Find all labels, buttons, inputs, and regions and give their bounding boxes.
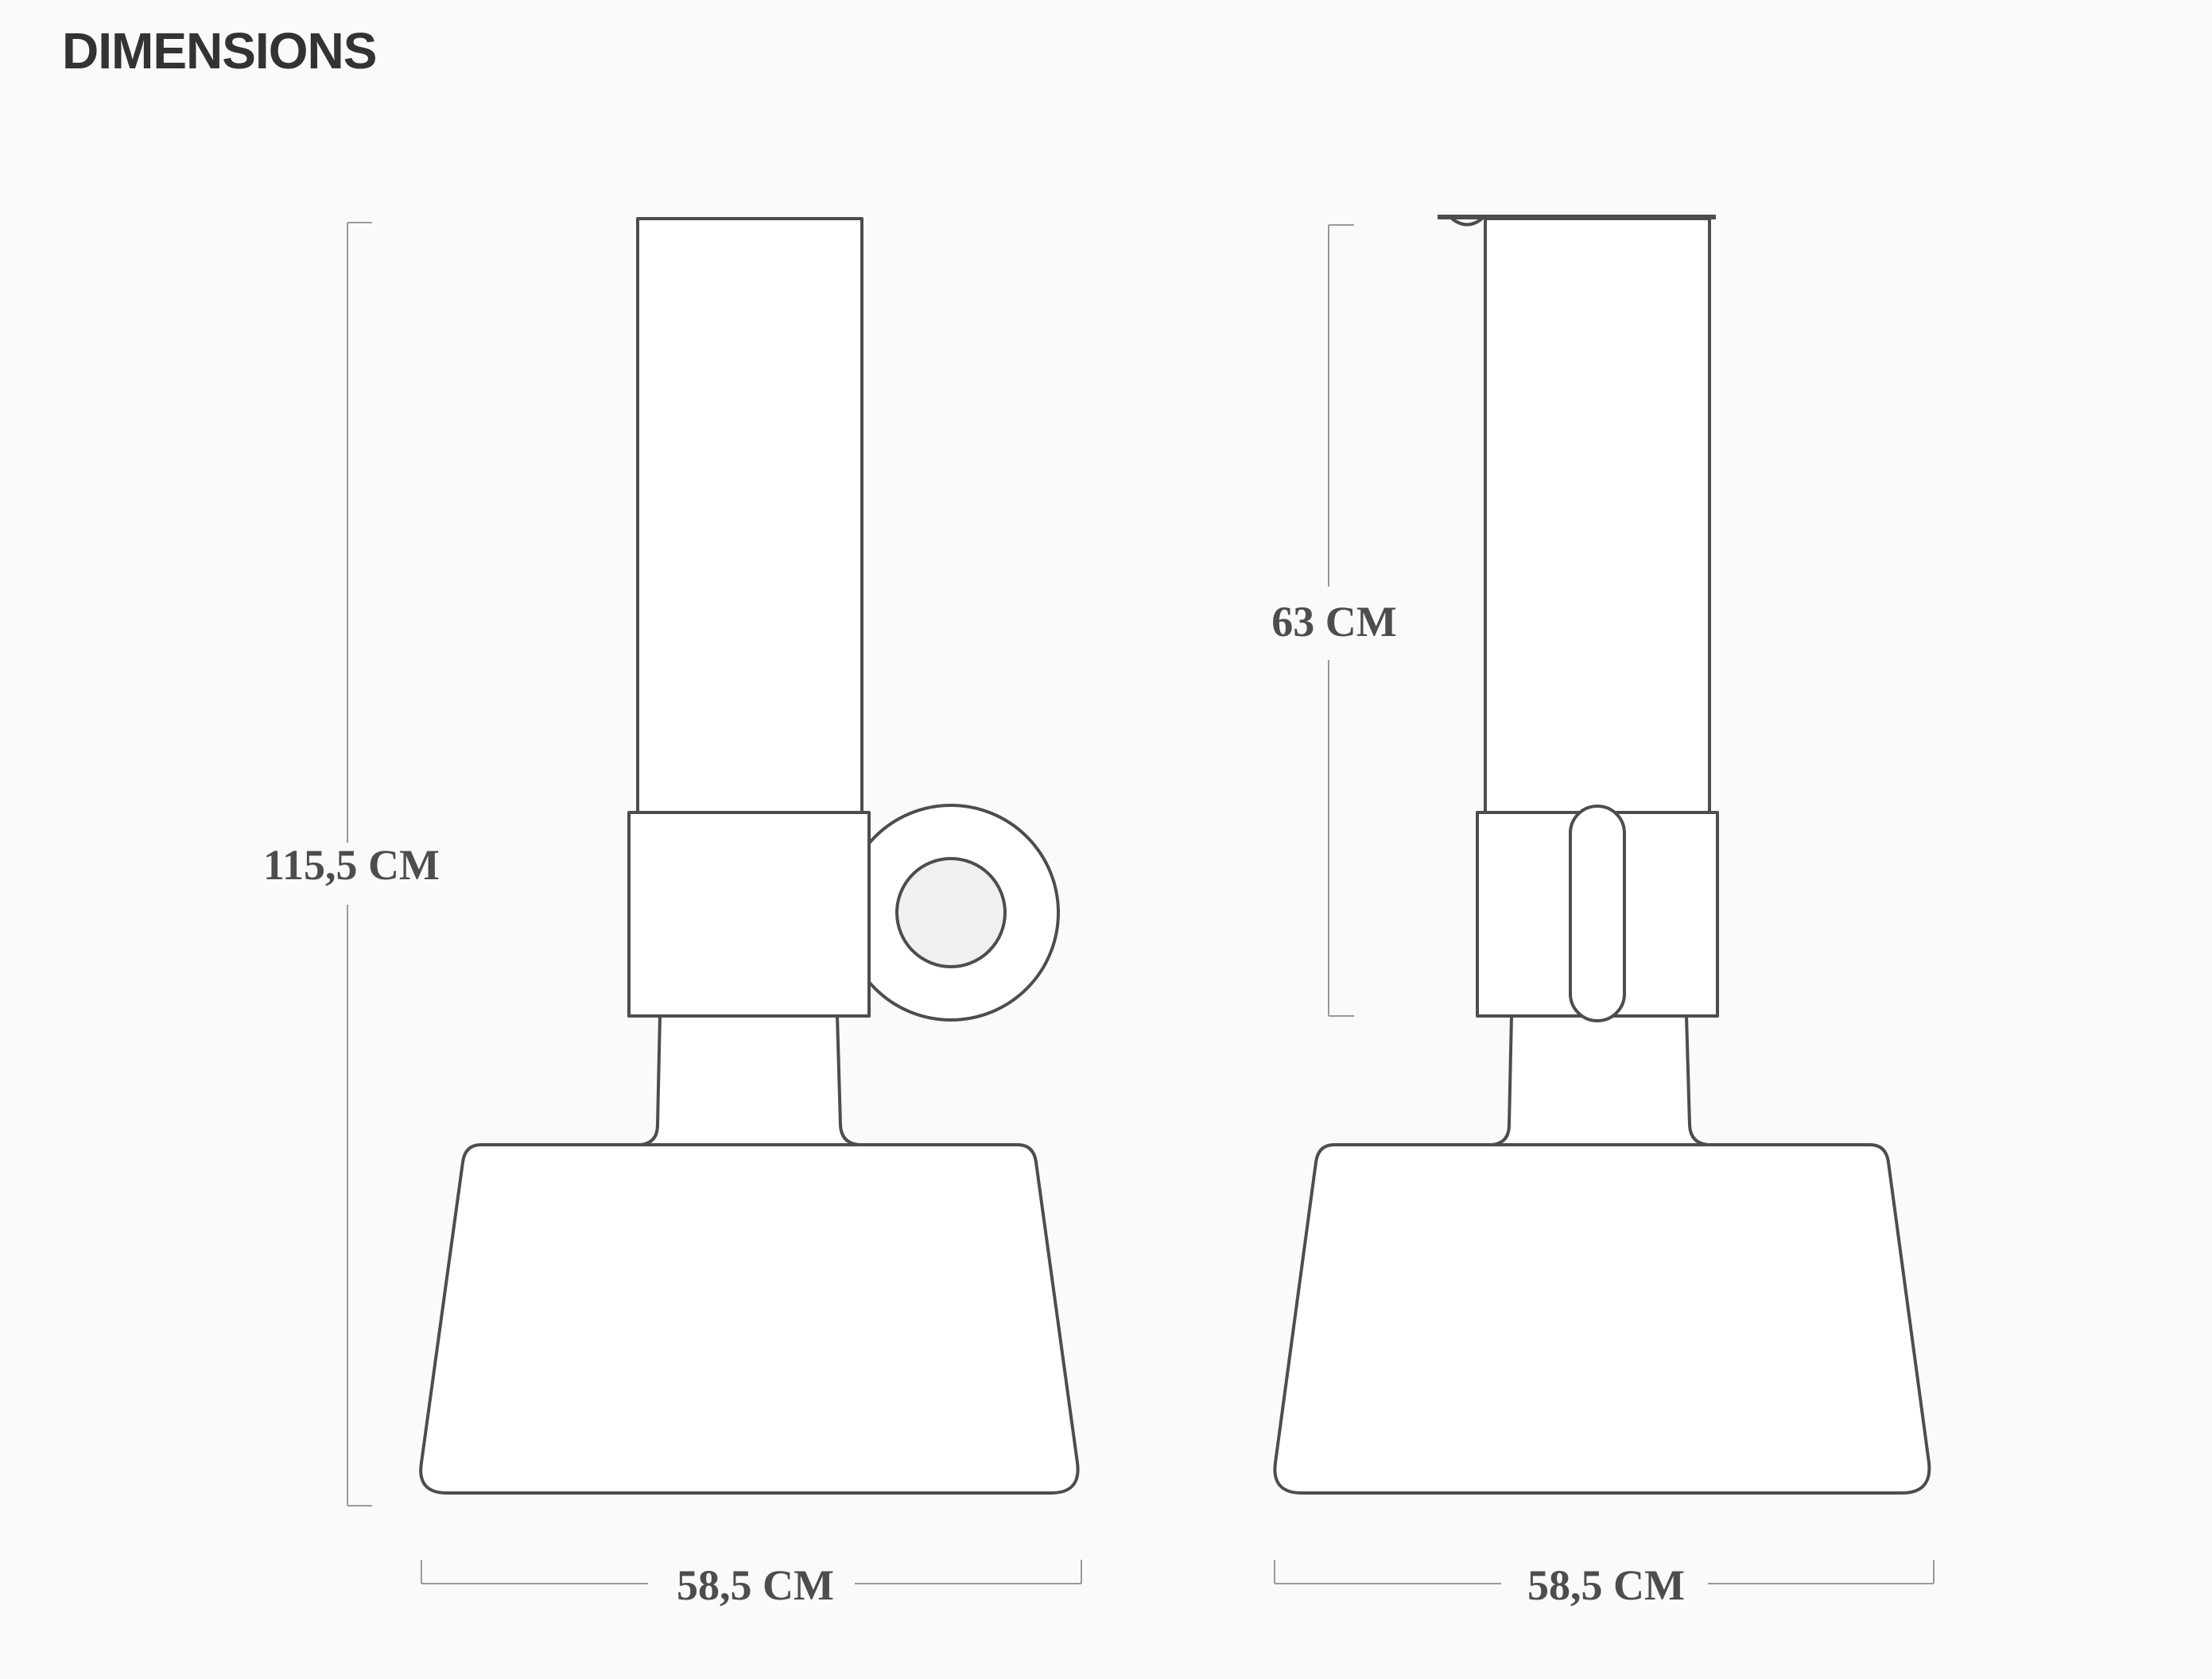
front-knob-inner: [895, 857, 1007, 968]
front-width-label: 58,5 CM: [677, 1561, 834, 1609]
front-view: [419, 217, 1080, 1495]
front-height-label: 115,5 CM: [263, 841, 440, 889]
side-width-dimension: 58,5 CM: [1274, 1560, 1935, 1609]
front-neck: [638, 1014, 860, 1146]
front-collar: [627, 811, 871, 1018]
side-neck: [1490, 1014, 1709, 1146]
side-knob: [1569, 805, 1626, 1022]
side-view: [1273, 215, 1931, 1495]
side-width-label: 58,5 CM: [1527, 1561, 1685, 1609]
front-height-dimension: 115,5 CM: [263, 222, 440, 1506]
front-width-dimension: 58,5 CM: [421, 1560, 1082, 1609]
side-height-dimension: 63 CM: [1271, 224, 1397, 1017]
side-cylinder: [1484, 217, 1711, 815]
front-cylinder: [636, 217, 863, 815]
side-top-hook: [1450, 217, 1484, 227]
page-title: DIMENSIONS: [62, 22, 377, 79]
front-shade: [419, 1143, 1080, 1495]
side-shade: [1273, 1143, 1931, 1495]
side-height-label: 63 CM: [1271, 598, 1396, 646]
